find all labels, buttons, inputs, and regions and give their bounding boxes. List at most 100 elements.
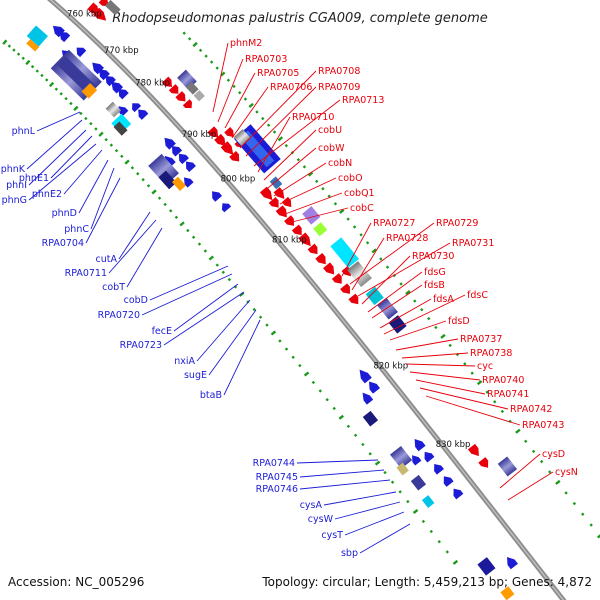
label-leader: [351, 237, 385, 291]
forward-gene-arrow: [98, 0, 109, 7]
label-leader: [389, 320, 447, 341]
label-leader: [126, 227, 163, 288]
kbp-tick-label: 780 kbp: [135, 79, 170, 89]
gc-dot: [452, 559, 459, 565]
forward-gene-arrow: [315, 252, 326, 265]
reverse-gene-arrow: [443, 476, 454, 487]
forward-gene-arrow: [229, 151, 240, 162]
gene-block: [388, 315, 407, 334]
label-leader: [273, 162, 327, 197]
gc-dot: [284, 143, 289, 148]
gene-label-forward: cobN: [328, 158, 352, 169]
gc-dot: [109, 143, 114, 147]
gc-dot: [203, 249, 208, 253]
gene-label-reverse: RPA0746: [256, 484, 298, 495]
gc-dot: [258, 315, 263, 319]
gc-dot: [98, 131, 104, 137]
gc-dot: [12, 48, 16, 52]
forward-gene-arrow: [175, 91, 186, 102]
gene-label-reverse: RPA0720: [98, 310, 140, 321]
gc-dot: [198, 48, 203, 52]
gc-dot: [248, 102, 254, 109]
reverse-gene-arrow: [178, 153, 189, 165]
label-leader: [499, 453, 541, 489]
gc-dot-tracks: [2, 31, 600, 565]
gc-dot: [238, 91, 242, 95]
reverse-gene-arrow: [359, 369, 372, 384]
gc-dot: [524, 439, 528, 443]
reverse-gene-arrow: [369, 381, 380, 394]
gene-label-reverse: phnI: [6, 180, 27, 191]
gene-label-reverse: RPA0704: [42, 238, 84, 249]
reverse-gene-arrow: [183, 177, 194, 188]
gene-label-forward: RPA0703: [245, 54, 287, 65]
label-leader: [231, 86, 269, 139]
gc-dot: [220, 71, 226, 77]
forward-gene-arrow: [220, 141, 234, 155]
label-leader: [78, 159, 109, 214]
gene-block: [389, 445, 413, 469]
gc-dot: [291, 355, 295, 359]
gene-label-reverse: sbp: [341, 548, 358, 559]
gc-dot: [531, 449, 536, 454]
label-leader: [507, 471, 554, 501]
gc-dot: [555, 479, 561, 485]
forward-gene-arrow: [307, 243, 318, 255]
reverse-gene-arrow: [132, 103, 142, 113]
gc-dot: [399, 282, 403, 286]
gc-dot: [421, 519, 426, 524]
gc-dot: [383, 470, 387, 475]
gene-label-forward: cysD: [542, 449, 565, 460]
rrna-block: [365, 286, 384, 306]
gene-label-forward: RPA0727: [373, 218, 415, 229]
label-leader-lines: [26, 42, 554, 554]
gc-dot: [40, 73, 44, 78]
gene-label-reverse: cobD: [124, 295, 148, 306]
gc-dot: [141, 178, 145, 182]
reverse-gene-arrow: [434, 463, 444, 475]
genome-summary-text: Topology: circular; Length: 5,459,213 bp…: [261, 575, 592, 589]
gc-dot: [333, 202, 338, 206]
gene-label-forward: RPA0710: [292, 112, 334, 123]
gc-dot: [261, 116, 265, 121]
gene-block: [497, 456, 518, 477]
label-leader: [108, 219, 157, 274]
label-leader: [409, 371, 481, 381]
forward-gene-arrow: [298, 232, 311, 247]
gene-label-forward: cyc: [477, 361, 493, 372]
gc-dot: [374, 460, 381, 466]
label-leader: [28, 143, 97, 201]
gc-dot: [21, 56, 25, 60]
reverse-gene-arrow: [118, 89, 129, 100]
label-leader: [208, 309, 257, 376]
forward-gene-arrow: [348, 293, 359, 305]
rrna-block: [330, 237, 359, 268]
label-leader: [357, 242, 451, 297]
gc-dot: [35, 69, 39, 73]
gc-dot: [332, 406, 336, 411]
label-leader: [299, 469, 385, 478]
forward-gene-arrow: [291, 224, 302, 236]
gene-label-forward: cobW: [318, 143, 345, 154]
gene-label-reverse: phnD: [52, 208, 77, 219]
gene-label-reverse: RPA0744: [253, 458, 295, 469]
gc-dot: [215, 66, 219, 70]
gc-dot: [187, 37, 192, 41]
gene-block: [477, 557, 496, 576]
gc-dot: [136, 172, 140, 176]
pseudogene-block: [113, 121, 128, 136]
gc-dot: [84, 116, 88, 121]
reverse-gene-arrow: [185, 161, 196, 173]
gene-label-forward: cobU: [318, 125, 342, 136]
genome-backbone-highlight: [49, 0, 565, 600]
label-leader: [405, 363, 476, 367]
gc-dot: [25, 59, 31, 66]
label-leader: [284, 192, 343, 215]
gc-dot: [318, 389, 322, 393]
label-leader: [291, 207, 349, 223]
gc-dot: [368, 452, 372, 456]
grey-block: [105, 101, 122, 118]
gc-dot: [437, 539, 441, 544]
